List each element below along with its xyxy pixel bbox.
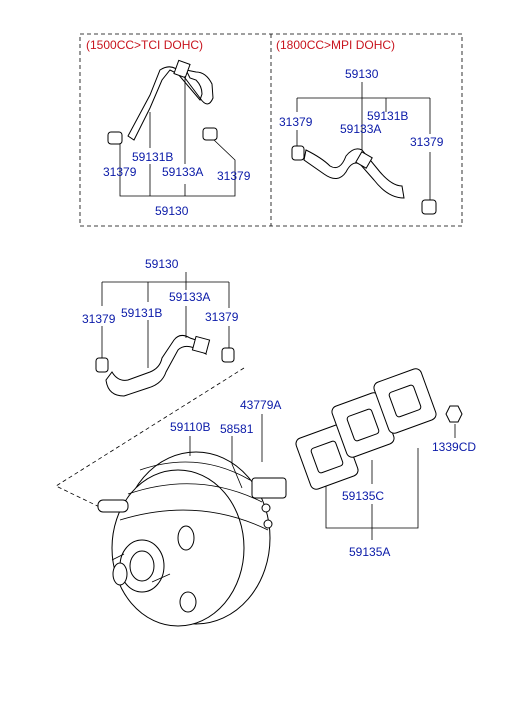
inset-1500cc-label-hose-b: 59131B bbox=[132, 150, 173, 164]
main-label-clamp-right: 31379 bbox=[205, 310, 239, 324]
inset-1500cc-hose bbox=[127, 66, 214, 141]
inset-1800cc-hose bbox=[303, 148, 405, 199]
inset-1500cc-variant-label: (1500CC>TCI DOHC) bbox=[86, 38, 203, 52]
booster-rod-bracket bbox=[251, 477, 287, 499]
booster-stud-1 bbox=[111, 553, 125, 561]
booster-leaders bbox=[189, 414, 263, 489]
inset-1800cc-hose-band bbox=[355, 151, 373, 169]
main-label-hose-assy: 59130 bbox=[145, 257, 179, 271]
inset-1500cc-clamp-left bbox=[107, 131, 123, 145]
inset-1500cc-label-clamp-left: 31379 bbox=[103, 165, 137, 179]
booster-boss-3 bbox=[112, 562, 128, 586]
main-clamp-right bbox=[221, 347, 235, 363]
gasket-rear-hole bbox=[388, 384, 422, 418]
inset-1800cc-variant-label: (1800CC>MPI DOHC) bbox=[276, 38, 395, 52]
inset-1800cc-clamp-right bbox=[421, 199, 437, 215]
main-label-gasket: 59135C bbox=[342, 489, 384, 503]
inset-1800cc-leaders bbox=[296, 82, 431, 200]
inset-1500cc-hose-band bbox=[173, 59, 191, 79]
inset-1500cc-leaders bbox=[119, 76, 236, 197]
inset-1500cc-label-clamp-right: 31379 bbox=[217, 169, 251, 183]
gasket-leaders bbox=[325, 448, 419, 540]
main-label-hose-a: 59133A bbox=[169, 290, 210, 304]
booster-stud-2 bbox=[151, 573, 171, 583]
gasket-group: 59135C 59135A bbox=[295, 368, 437, 559]
main-hose bbox=[105, 334, 207, 397]
main-hose-group: 59130 31379 59131B 59133A 31379 bbox=[82, 257, 239, 397]
main-label-stud: 58581 bbox=[220, 422, 254, 436]
brake-booster: 59110B 58581 43779A bbox=[97, 398, 287, 627]
inset-1500cc-label-hose-assy: 59130 bbox=[155, 204, 189, 218]
inset-1800cc-clamp-left bbox=[291, 145, 305, 161]
nut-group: 1339CD bbox=[432, 405, 476, 454]
inset-1800cc-label-hose-b: 59131B bbox=[367, 109, 408, 123]
inset-1500cc-clamp-right bbox=[202, 127, 218, 141]
booster-bolt-2 bbox=[263, 519, 273, 529]
booster-check-valve bbox=[97, 499, 129, 513]
main-hose-band bbox=[191, 335, 211, 355]
main-hose-leaders bbox=[101, 272, 230, 368]
inset-1500cc-label-hose-a: 59133A bbox=[162, 165, 203, 179]
main-label-clamp-left: 31379 bbox=[82, 312, 116, 326]
gasket-front-hole bbox=[310, 440, 344, 474]
booster-bolt-1 bbox=[261, 503, 271, 513]
main-label-booster: 59110B bbox=[170, 420, 210, 434]
booster-ribs bbox=[119, 461, 269, 531]
booster-boss-1 bbox=[177, 525, 195, 551]
main-label-sensor: 43779A bbox=[240, 398, 281, 412]
inset-1800cc: (1800CC>MPI DOHC) 59130 31379 59131B 591… bbox=[276, 38, 444, 215]
main-label-nut: 1339CD bbox=[432, 440, 476, 454]
gasket-middle-hole bbox=[346, 408, 380, 442]
booster-boss-2 bbox=[179, 591, 197, 613]
inset-1800cc-label-hose-a: 59133A bbox=[340, 122, 381, 136]
inset-1800cc-label-clamp-left: 31379 bbox=[279, 115, 313, 129]
nut bbox=[445, 405, 463, 423]
hose-routing-dashes bbox=[55, 367, 245, 513]
main-label-gasket-set: 59135A bbox=[349, 545, 390, 559]
main-clamp-left bbox=[95, 357, 109, 373]
main-label-hose-b: 59131B bbox=[121, 306, 162, 320]
inset-1800cc-label-hose-assy: 59130 bbox=[345, 67, 379, 81]
booster-front-cap-inner bbox=[129, 550, 155, 582]
inset-1500cc: (1500CC>TCI DOHC) 31379 59131B 59133A 31… bbox=[86, 38, 251, 218]
inset-1800cc-label-clamp-right: 31379 bbox=[410, 135, 444, 149]
